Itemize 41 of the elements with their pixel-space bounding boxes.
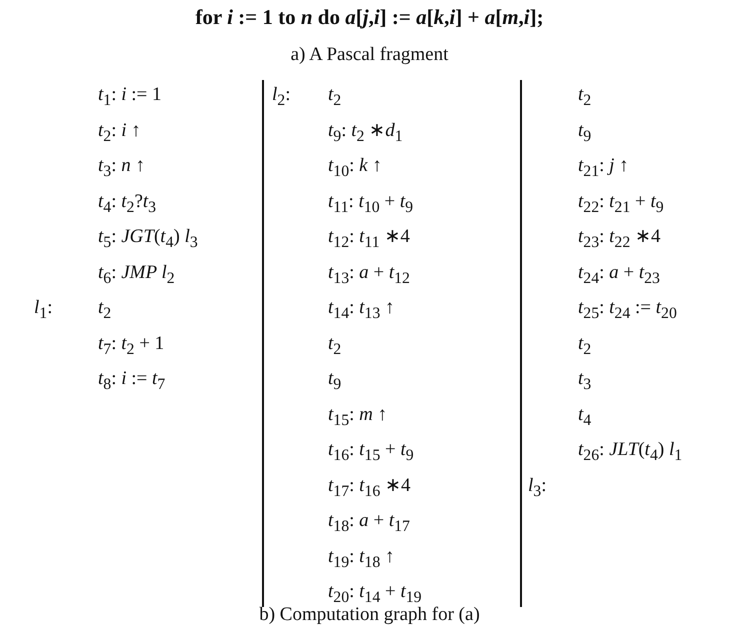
code-line: t$_{2}$ — [578, 332, 592, 360]
code-line: t$_{2}$: i ↑ — [98, 120, 141, 146]
code-line: t$_{9}$ — [578, 120, 592, 146]
code-line: t$_{13}$: a + t$_{12}$ — [328, 262, 410, 288]
code-line: t$_{3}$ — [578, 368, 592, 395]
code-line: t$_{5}$: JGT(t$_{4}$) l$_{3}$ — [98, 226, 198, 253]
code-line: t$_{19}$: t$_{18}$ ↑ — [328, 546, 394, 572]
code-line: t$_{12}$: t$_{11}$ ∗4 — [328, 226, 410, 253]
code-line: t$_{9}$: t$_{2}$ ∗d$_{1}$ — [328, 120, 403, 146]
code-line: t$_{7}$: t$_{2}$ + 1 — [98, 332, 164, 360]
code-line: t$_{2}$ — [328, 332, 342, 360]
code-line: t$_{9}$ — [328, 368, 342, 395]
code-line: t$_{2}$ — [98, 297, 112, 324]
code-line: t$_{2}$ — [578, 84, 592, 111]
code-line: t$_{24}$: a + t$_{23}$ — [578, 262, 660, 288]
code-line: t$_{16}$: t$_{15}$ + t$_{9}$ — [328, 439, 414, 466]
title: for i := 1 to n do a[j,i] := a[k,i] + a[m,i]; — [194, 6, 545, 28]
code-line: t$_{20}$: t$_{14}$ + t$_{19}$ — [328, 581, 422, 606]
code-line: t$_{25}$: t$_{24}$ := t$_{20}$ — [578, 297, 677, 324]
code-line: t$_{23}$: t$_{22}$ ∗4 — [578, 226, 660, 253]
code-line: t$_{22}$: t$_{21}$ + t$_{9}$ — [578, 190, 664, 218]
code-line: t$_{14}$: t$_{13}$ ↑ — [328, 297, 394, 324]
code-line: t$_{11}$: t$_{10}$ + t$_{9}$ — [328, 190, 414, 218]
subcaption: a) A Pascal fragment — [290, 44, 450, 66]
line-label: l$_{3}$: — [528, 474, 546, 502]
line-label: l$_{2}$: — [272, 84, 290, 111]
code-line: t$_{6}$: JMP l$_{2}$ — [98, 262, 175, 288]
caption: b) Computation graph for (a) — [258, 604, 481, 626]
code-line: t$_{1}$: i := 1 — [98, 84, 162, 111]
code-line: t$_{15}$: m ↑ — [328, 404, 388, 430]
code-line: t$_{8}$: i := t$_{7}$ — [98, 368, 166, 395]
code-line: t$_{3}$: n ↑ — [98, 155, 145, 182]
code-line: t$_{10}$: k ↑ — [328, 155, 382, 182]
code-line: t$_{26}$: JLT(t$_{4}$) l$_{1}$ — [578, 439, 682, 466]
code-line: t$_{4}$ — [578, 404, 592, 430]
code-line: t$_{21}$: j ↑ — [578, 155, 629, 182]
code-line: t$_{18}$: a + t$_{17}$ — [328, 510, 410, 537]
code-line: t$_{17}$: t$_{16}$ ∗4 — [328, 474, 410, 502]
code-line: t$_{2}$ — [328, 84, 342, 111]
line-label: l$_{1}$: — [34, 297, 52, 324]
code-line: t$_{4}$: t$_{2}$?t$_{3}$ — [98, 190, 156, 218]
